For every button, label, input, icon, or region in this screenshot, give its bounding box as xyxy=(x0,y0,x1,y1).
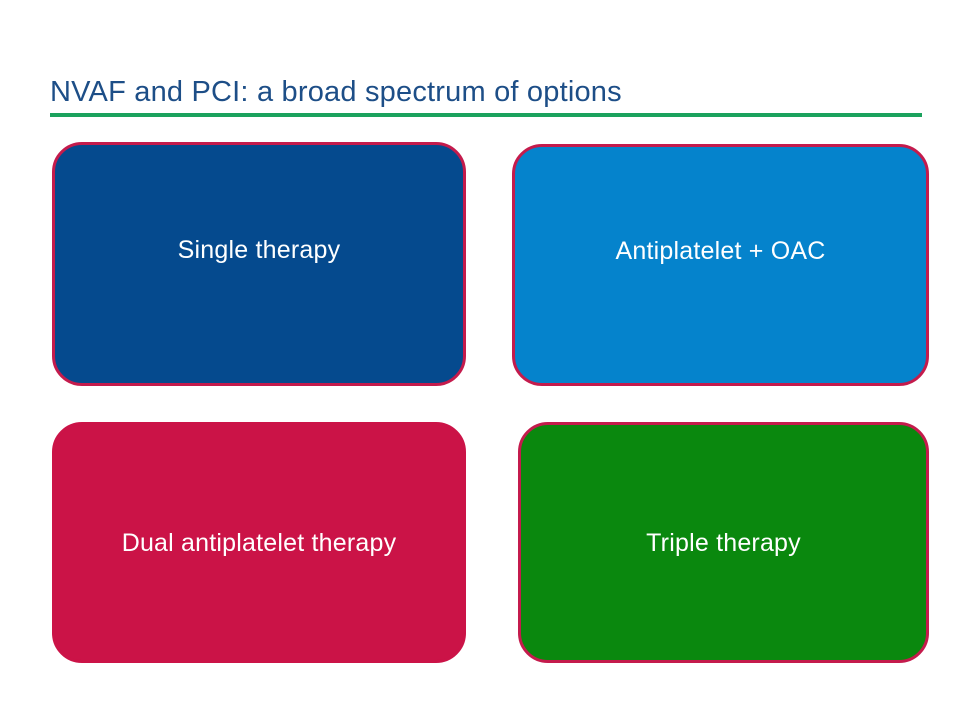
option-box-dual-antiplatelet-therapy[interactable]: Dual antiplatelet therapy xyxy=(52,422,466,663)
option-label: Dual antiplatelet therapy xyxy=(121,528,397,557)
page-title: NVAF and PCI: a broad spectrum of option… xyxy=(50,76,622,109)
title-divider xyxy=(50,113,922,117)
option-label: Single therapy xyxy=(177,236,341,264)
option-box-triple-therapy[interactable]: Triple therapy xyxy=(518,422,929,663)
option-label: Triple therapy xyxy=(646,528,801,557)
option-box-antiplatelet-oac[interactable]: Antiplatelet + OAC xyxy=(512,144,929,386)
option-box-single-therapy[interactable]: Single therapy xyxy=(52,142,466,386)
option-label: Antiplatelet + OAC xyxy=(615,237,826,265)
